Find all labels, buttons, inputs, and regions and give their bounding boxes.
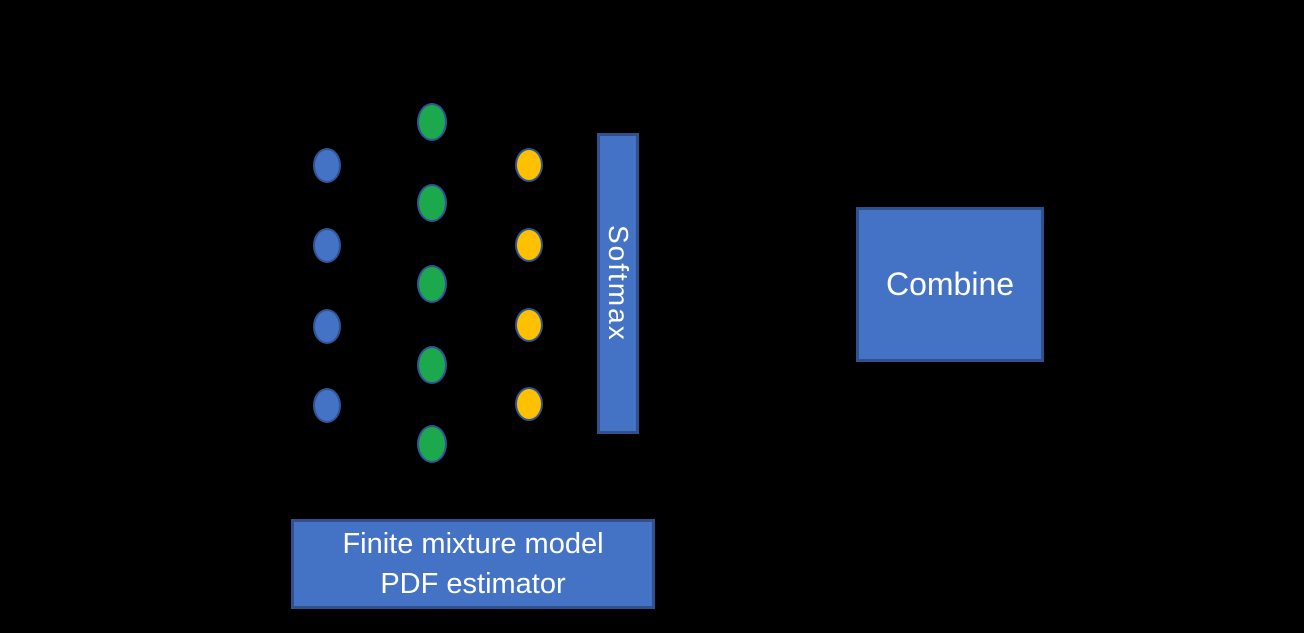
combine-box: Combine <box>856 207 1044 362</box>
input-layer-node <box>313 308 341 344</box>
softmax-box: Softmax <box>597 133 639 434</box>
output-layer-node <box>515 148 543 182</box>
hidden-layer-node <box>417 103 447 141</box>
output-layer-node <box>515 387 543 421</box>
estimator-label-line1: Finite mixture model <box>342 528 604 560</box>
hidden-layer-node <box>417 346 447 384</box>
hidden-layer-node <box>417 425 447 463</box>
output-layer-node <box>515 308 543 342</box>
estimator-label: Finite mixture model PDF estimator <box>342 524 603 604</box>
input-layer-node <box>313 387 341 423</box>
combine-label: Combine <box>885 266 1015 302</box>
input-layer-node <box>313 147 341 183</box>
estimator-box: Finite mixture model PDF estimator <box>291 519 655 609</box>
softmax-label: Softmax <box>603 225 634 342</box>
output-layer-node <box>515 228 543 262</box>
hidden-layer-node <box>417 184 447 222</box>
input-layer-node <box>313 227 341 263</box>
estimator-label-line2: PDF estimator <box>380 568 566 600</box>
hidden-layer-node <box>417 265 447 303</box>
